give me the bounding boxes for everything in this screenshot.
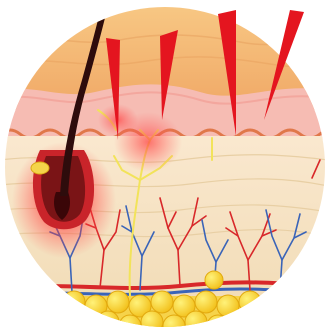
skin-illustration [0,0,328,332]
